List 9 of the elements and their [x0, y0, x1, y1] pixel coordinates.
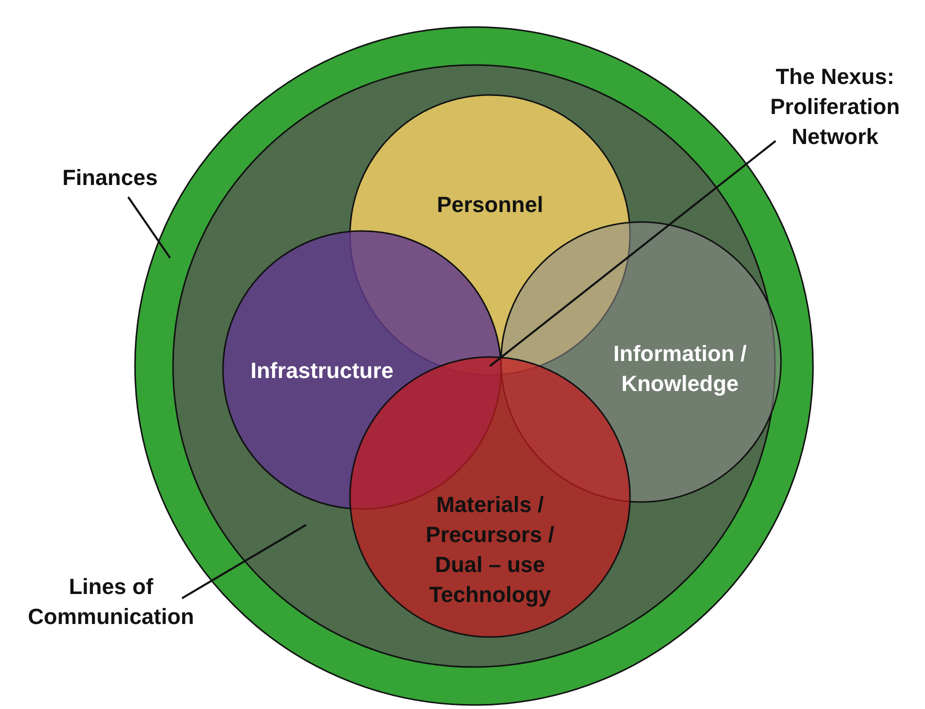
callout-label: Lines of Communication — [26, 573, 196, 631]
circle-label: Personnel — [436, 191, 544, 219]
leader-line — [127, 196, 171, 258]
callout-label: Finances — [61, 164, 159, 192]
callout-label: The Nexus: Proliferation Network — [769, 63, 901, 151]
circle-label: Information / Knowledge — [612, 340, 748, 398]
circle-label: Infrastructure — [249, 357, 395, 385]
leader-line — [182, 524, 307, 600]
circle-label: Materials / Precursors / Dual – use Technology — [424, 491, 556, 609]
